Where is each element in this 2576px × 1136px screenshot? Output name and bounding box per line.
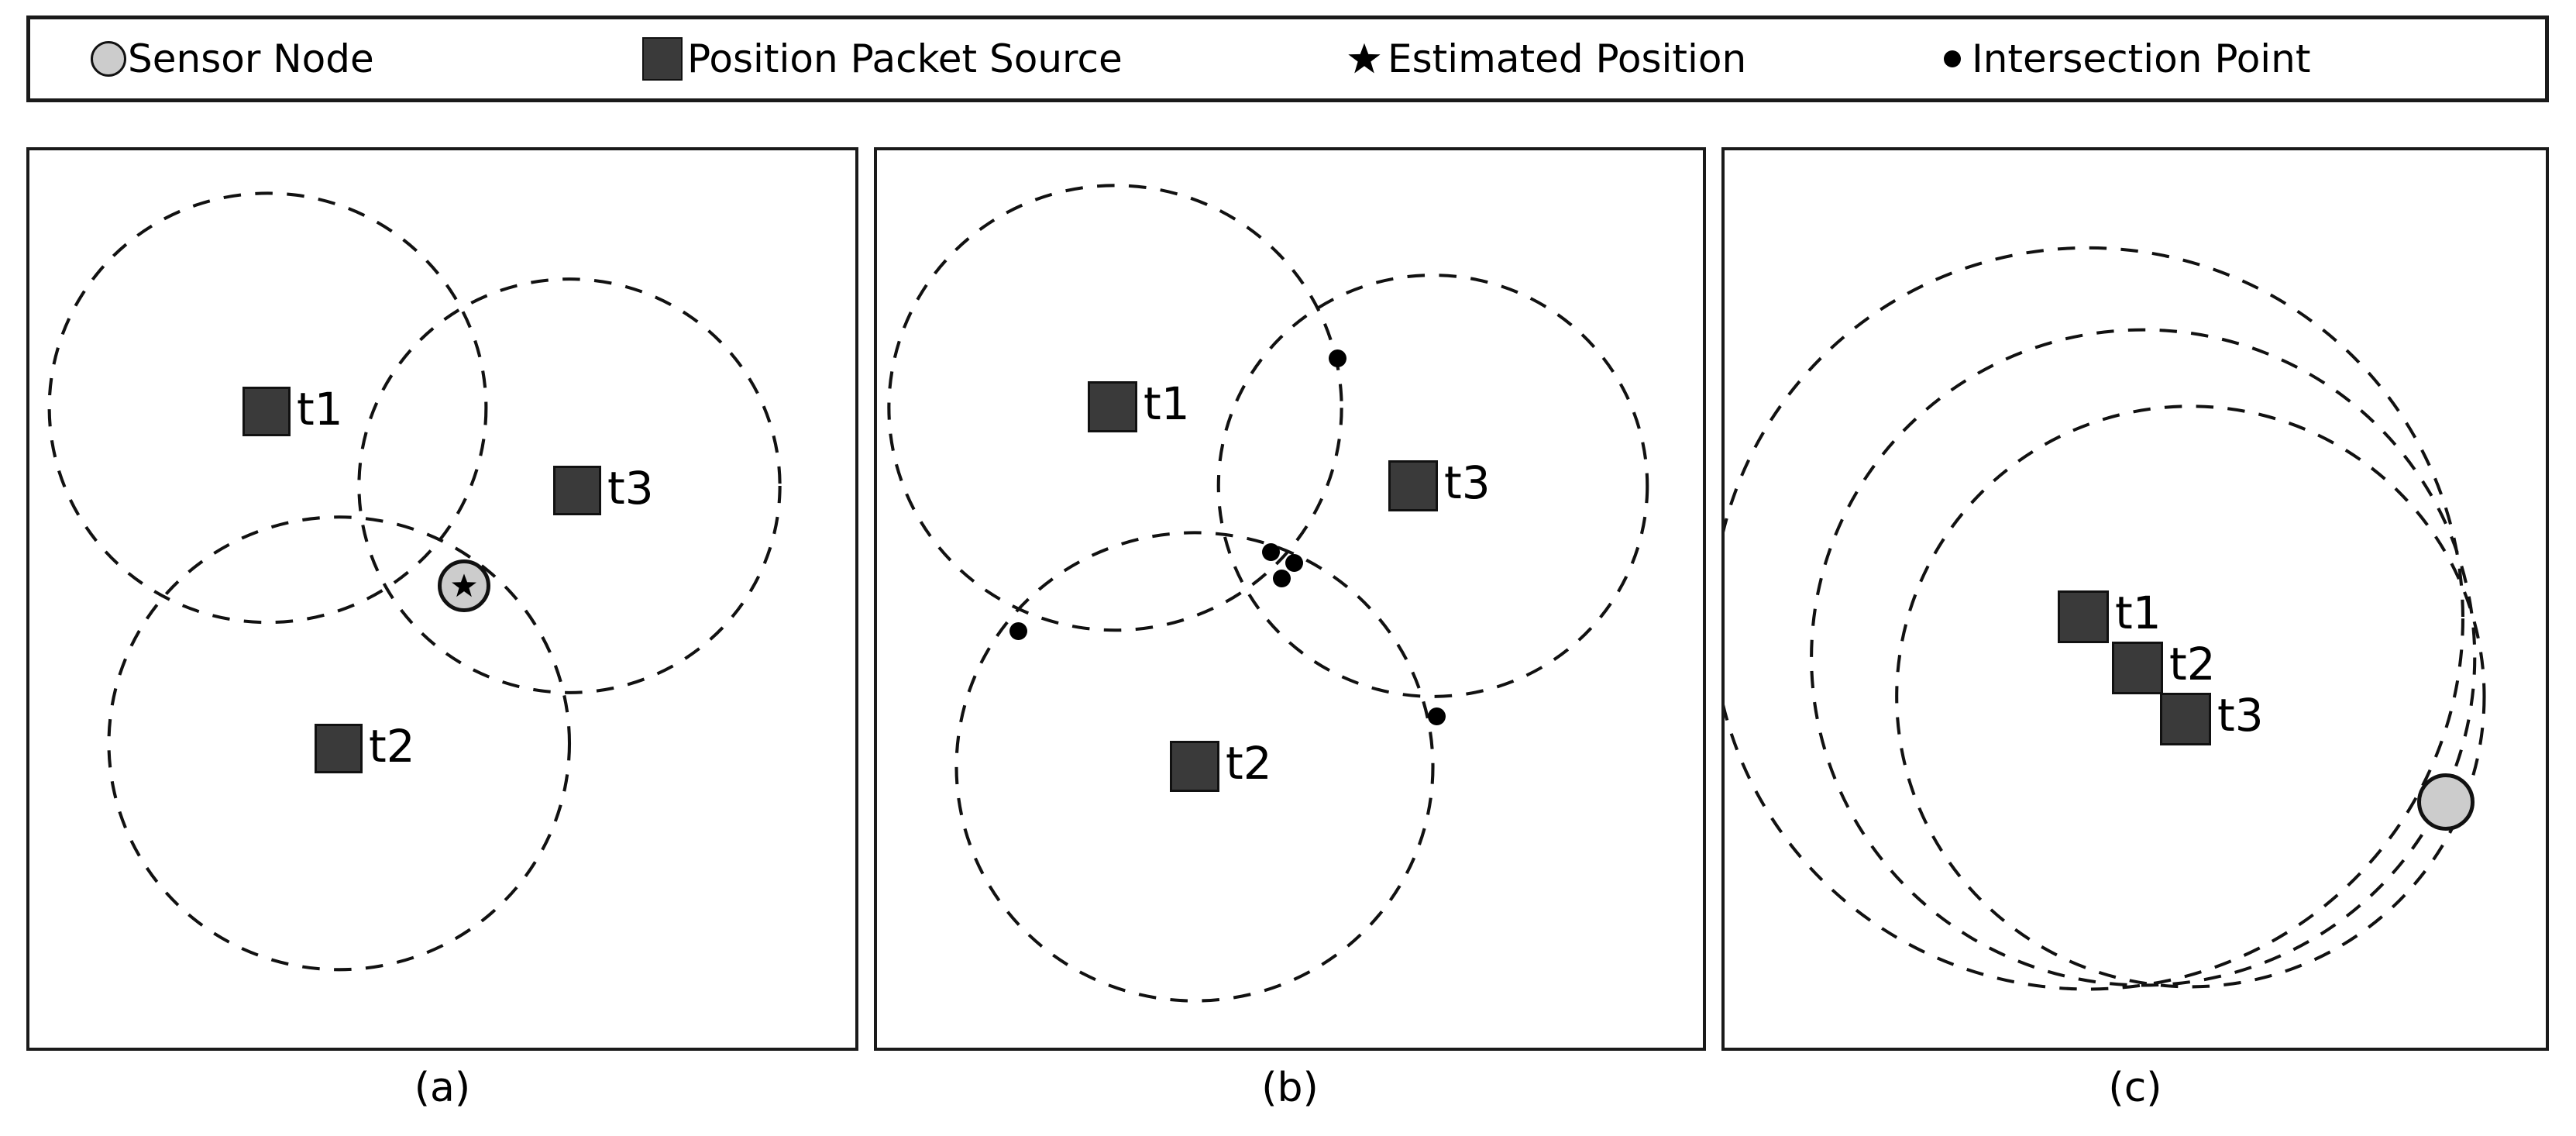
source-label-t2: t2	[1226, 737, 1272, 790]
legend-label-sensor-node: Sensor Node	[128, 36, 374, 81]
intersection-point	[1428, 707, 1446, 725]
source-label-t2: t2	[369, 720, 415, 773]
range-circle-t2	[1810, 328, 2477, 987]
source-label-t2: t2	[2169, 638, 2216, 690]
intersection-point	[1329, 349, 1346, 367]
panel-c-caption: (c)	[2108, 1065, 2162, 1111]
sensor-node	[2417, 773, 2475, 831]
estimated-position-star-icon	[452, 573, 476, 597]
range-circle-t2	[107, 515, 572, 972]
legend-entry-intersection-point: Intersection Point	[1944, 40, 2310, 78]
range-circle-t3	[1895, 404, 2486, 989]
panel-c-circles	[1725, 246, 2486, 991]
range-circle-t1	[1725, 246, 2464, 991]
source-label-t3: t3	[1444, 456, 1491, 509]
source-square-t2	[1170, 741, 1219, 792]
legend-entry-estimated-position: Estimated Position	[1347, 40, 1746, 78]
range-circle-t1	[887, 184, 1343, 632]
source-label-t1: t1	[297, 383, 343, 435]
source-label-t3: t3	[2217, 689, 2264, 742]
source-square-t2	[2112, 642, 2163, 694]
panel-c: t1 t2 t3	[1721, 147, 2549, 1051]
intersection-point	[1273, 570, 1291, 587]
legend-entry-sensor-node: Sensor Node	[91, 40, 374, 78]
estimated-position-icon	[1348, 43, 1381, 74]
intersection-point	[1009, 622, 1027, 640]
legend-label-estimated-position: Estimated Position	[1388, 36, 1747, 81]
intersection-point-icon	[1944, 50, 1961, 67]
source-square-t3	[1388, 460, 1438, 511]
position-packet-source-icon	[642, 37, 683, 81]
range-circle-t3	[1216, 274, 1649, 698]
panel-a-circles	[47, 191, 782, 972]
panel-b: t1 t2 t3	[874, 147, 1706, 1051]
panel-a: t1 t2 t3	[26, 147, 858, 1051]
legend: Sensor Node Position Packet Source Estim…	[26, 15, 2549, 102]
intersection-point	[1262, 543, 1280, 561]
source-label-t1: t1	[1144, 377, 1190, 430]
range-circle-t2	[954, 531, 1435, 1003]
source-label-t3: t3	[607, 462, 654, 515]
source-square-t3	[2160, 693, 2211, 745]
sensor-node	[438, 559, 490, 612]
source-label-t1: t1	[2115, 587, 2162, 639]
source-square-t3	[553, 466, 601, 515]
panel-a-caption: (a)	[414, 1065, 471, 1111]
sensor-node-icon	[91, 41, 126, 77]
legend-label-position-packet-source: Position Packet Source	[687, 36, 1123, 81]
source-square-t1	[242, 387, 291, 436]
intersection-point	[1285, 554, 1303, 572]
panel-b-caption: (b)	[1261, 1065, 1319, 1111]
range-circle-t3	[357, 277, 782, 694]
range-circle-t1	[47, 191, 488, 625]
legend-entry-position-packet-source: Position Packet Source	[642, 37, 1123, 81]
panel-b-circles	[887, 184, 1649, 1003]
source-square-t1	[2058, 590, 2109, 643]
source-square-t2	[315, 724, 363, 773]
legend-label-intersection-point: Intersection Point	[1972, 36, 2311, 81]
source-square-t1	[1088, 381, 1137, 432]
